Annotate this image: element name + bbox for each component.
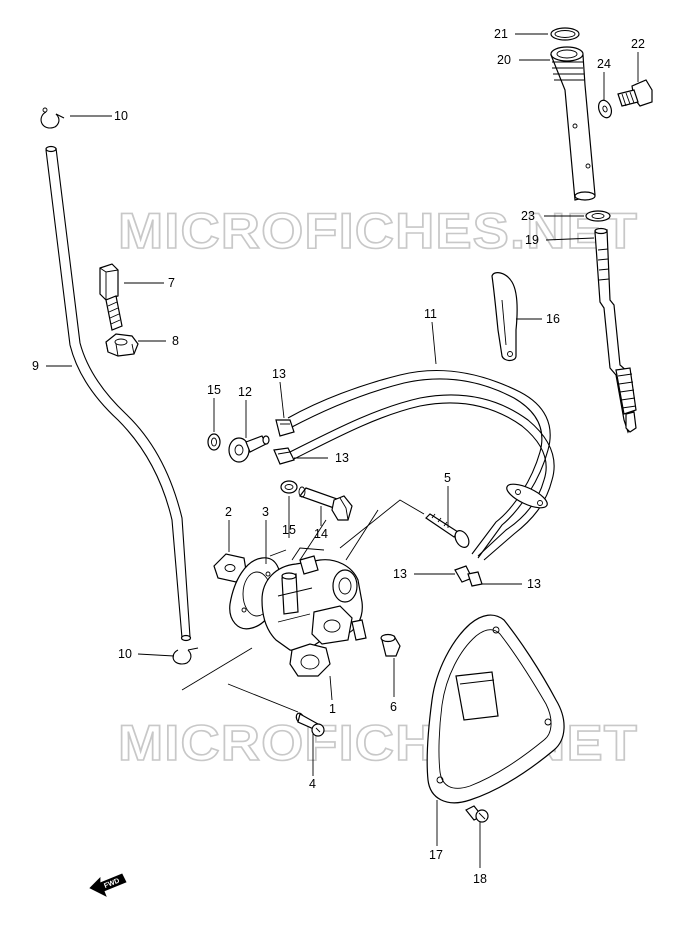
part-15-washer-a [207, 433, 221, 451]
leader-lines [46, 33, 639, 868]
part-7-bolt [99, 263, 123, 331]
callout-14: 14 [314, 527, 328, 541]
callout-11: 11 [424, 307, 437, 321]
part-10-clip-bottom [172, 647, 199, 665]
part-23-washer [585, 210, 611, 222]
callout-6: 6 [390, 700, 397, 714]
part-14-banjo-bolt [298, 486, 353, 521]
callout-3: 3 [262, 505, 269, 519]
callout-21: 21 [494, 27, 508, 41]
part-13-clamp-a [275, 419, 295, 437]
callout-13-d: 13 [527, 577, 541, 591]
callout-24: 24 [597, 57, 611, 71]
part-17-cover [426, 614, 565, 804]
callout-9: 9 [32, 359, 39, 373]
callout-15-a: 15 [207, 383, 221, 397]
part-16-bracket [491, 272, 518, 362]
callout-20: 20 [497, 53, 511, 67]
part-8-nut [105, 333, 139, 357]
callout-18: 18 [473, 872, 487, 886]
callout-13-c: 13 [393, 567, 407, 581]
callout-13-a: 13 [272, 367, 286, 381]
callout-13-b: 13 [335, 451, 349, 465]
part-15-washer-b [280, 480, 298, 494]
part-4-screw [295, 712, 325, 737]
callout-17: 17 [429, 848, 443, 862]
callout-19: 19 [525, 233, 539, 247]
callout-labels: 21 20 24 22 23 19 10 9 7 8 11 16 13 13 1… [32, 27, 645, 886]
assembly-guide-lines [181, 499, 425, 713]
part-9-oil-pipe [45, 145, 192, 642]
part-24-washer [597, 99, 613, 119]
part-12-fitting [228, 435, 270, 463]
callout-10-bottom: 10 [118, 647, 132, 661]
callout-2: 2 [225, 505, 232, 519]
fwd-arrow-icon: FWD [89, 873, 127, 897]
callout-23: 23 [521, 209, 535, 223]
part-11-hose [287, 369, 555, 561]
callout-22: 22 [631, 37, 645, 51]
part-20-tube [550, 46, 596, 201]
part-21-o-ring [550, 27, 580, 41]
part-1-oil-pump [261, 555, 367, 677]
callout-8: 8 [172, 334, 179, 348]
callout-16: 16 [546, 312, 560, 326]
part-19-shaft [594, 227, 637, 434]
callout-12: 12 [238, 385, 252, 399]
part-18-screw [465, 805, 489, 823]
part-5-screw [425, 513, 470, 548]
callout-7: 7 [168, 276, 175, 290]
part-13-clamp-b [273, 447, 295, 465]
callout-15-b: 15 [282, 523, 296, 537]
part-10-clip-top [40, 107, 65, 129]
callout-5: 5 [444, 471, 451, 485]
part-13-clamp-d [467, 571, 483, 587]
callout-1: 1 [329, 702, 336, 716]
callout-4: 4 [309, 777, 316, 791]
callout-10-top: 10 [114, 109, 128, 123]
part-22-bolt [617, 79, 653, 107]
watermark-top: MICROFICHES.NET [118, 203, 638, 259]
part-6-plug [380, 633, 401, 657]
